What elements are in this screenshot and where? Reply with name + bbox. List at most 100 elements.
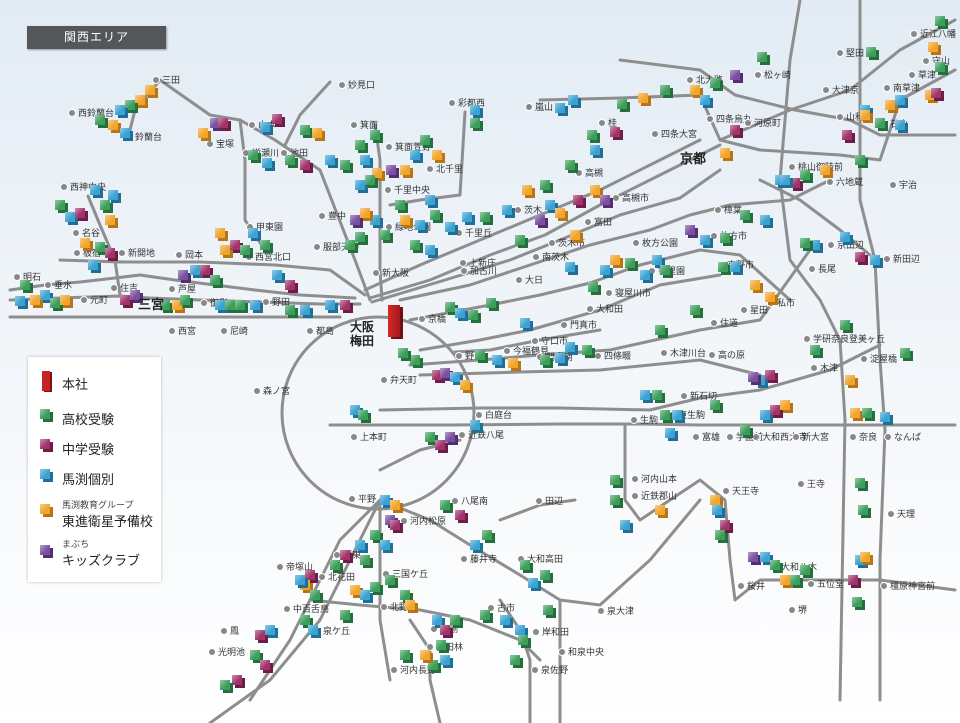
high-school-cube-icon: [617, 99, 630, 112]
station-dot: [220, 326, 228, 335]
legend-label: 本社: [62, 378, 89, 393]
station-dot: [168, 284, 176, 293]
station-dot: [206, 139, 214, 148]
station-label: 泉大津: [597, 604, 634, 617]
kids-cube-icon: [600, 195, 613, 208]
junior-high-cube-icon: [790, 178, 803, 191]
station-dot: [208, 647, 216, 656]
station-dot: [558, 647, 566, 656]
station-label: 新大阪: [372, 266, 409, 279]
station-dot: [318, 572, 326, 581]
station-label: 弁天町: [380, 373, 417, 386]
station-label: 大津京: [822, 83, 859, 96]
station-name: 西宮: [178, 327, 197, 337]
station-name: 今福鶴見: [513, 347, 550, 357]
high-school-cube-icon: [475, 350, 488, 363]
high-school-cube-icon: [355, 140, 368, 153]
station-dot: [836, 112, 844, 121]
station-name: 堺: [798, 606, 808, 616]
station-dot: [514, 205, 522, 214]
station-label: 都島: [306, 324, 334, 337]
high-school-cube-icon: [285, 305, 298, 318]
toshin-cube-icon: [145, 85, 158, 98]
station-name: 岸和田: [542, 628, 570, 638]
individual-cube-icon: [380, 540, 393, 553]
high-school-cube-icon: [385, 575, 398, 588]
station-dot: [532, 627, 540, 636]
station-label: 桜井: [737, 579, 765, 592]
station-name: 四条大宮: [661, 130, 698, 140]
rail-line: [453, 328, 602, 354]
station-label: 四条烏丸: [706, 112, 752, 125]
station-dot: [80, 295, 88, 304]
individual-cube-icon: [520, 318, 533, 331]
station-dot: [710, 318, 718, 327]
junior-high-cube-icon: [340, 550, 353, 563]
station-name: 服部天神: [323, 243, 360, 253]
junior-high-cube-icon: [105, 248, 118, 261]
station-name: 山科: [846, 113, 865, 123]
junior-high-cube-icon: [232, 675, 245, 688]
station-name: 南草津: [893, 84, 921, 94]
high-school-cube-icon: [770, 560, 783, 573]
high-school-cube-icon: [655, 325, 668, 338]
station-label: 箕面: [350, 118, 378, 131]
station-name: 王寺: [807, 480, 826, 490]
station-name: 池田: [290, 149, 309, 159]
station-label: 中百舌鳥: [283, 602, 329, 615]
station-dot: [531, 336, 539, 345]
high-school-cube-icon: [40, 409, 53, 422]
legend: 本社 高校受験 中学受験 馬渕個別 馬渕教育グループ 東進衛星予備校 まぶち キ…: [28, 357, 161, 582]
station-label: 野江: [455, 349, 483, 362]
station-name: 桜井: [747, 582, 766, 592]
rail-line: [398, 178, 832, 302]
station-label: 近江八幡: [910, 27, 956, 40]
station-dot: [631, 491, 639, 500]
high-school-cube-icon: [360, 555, 373, 568]
individual-cube-icon: [652, 255, 665, 268]
high-school-cube-icon: [660, 410, 673, 423]
station-label: 天理: [887, 507, 915, 520]
area-title-tab: 関西エリア: [27, 26, 166, 49]
toshin-cube-icon: [720, 148, 733, 161]
high-school-cube-icon: [866, 47, 879, 60]
individual-cube-icon: [15, 296, 28, 309]
station-name: 藤井寺: [470, 555, 498, 565]
station-dot: [686, 75, 694, 84]
station-label: 新開地: [118, 246, 155, 259]
high-school-cube-icon: [425, 432, 438, 445]
individual-cube-icon: [120, 128, 133, 141]
station-name: 千里丘: [465, 229, 493, 239]
station-label: 山科: [836, 110, 864, 123]
individual-cube-icon: [462, 212, 475, 225]
station-label: 岡本: [175, 248, 203, 261]
station-label: 大日: [515, 273, 543, 286]
station-dot: [535, 496, 543, 505]
junior-high-cube-icon: [340, 300, 353, 313]
station-name: 京田辺: [837, 241, 865, 251]
osaka-loop-line: [280, 315, 476, 511]
station-label: 西宮: [168, 324, 196, 337]
individual-cube-icon: [445, 222, 458, 235]
station-label: 寝屋川市: [605, 286, 651, 299]
individual-cube-icon: [600, 265, 613, 278]
station-dot: [726, 432, 734, 441]
individual-cube-icon: [780, 175, 793, 188]
station-label: 木津川台: [660, 346, 706, 359]
station-label: 松ヶ崎: [754, 68, 791, 81]
rail-line: [283, 80, 332, 147]
station-label: 桂: [598, 116, 617, 129]
high-school-cube-icon: [800, 170, 813, 183]
station-name: 南茨木: [542, 253, 570, 263]
station-name: 堅田: [846, 49, 865, 59]
rail-line: [618, 58, 957, 137]
rail-line: [718, 18, 957, 142]
individual-cube-icon: [730, 262, 743, 275]
high-school-cube-icon: [862, 408, 875, 421]
individual-cube-icon: [90, 185, 103, 198]
station-dot: [632, 238, 640, 247]
station-name: 西宮北口: [255, 253, 292, 263]
kids-cube-icon: [445, 432, 458, 445]
individual-cube-icon: [880, 412, 893, 425]
toshin-cube-icon: [220, 245, 233, 258]
